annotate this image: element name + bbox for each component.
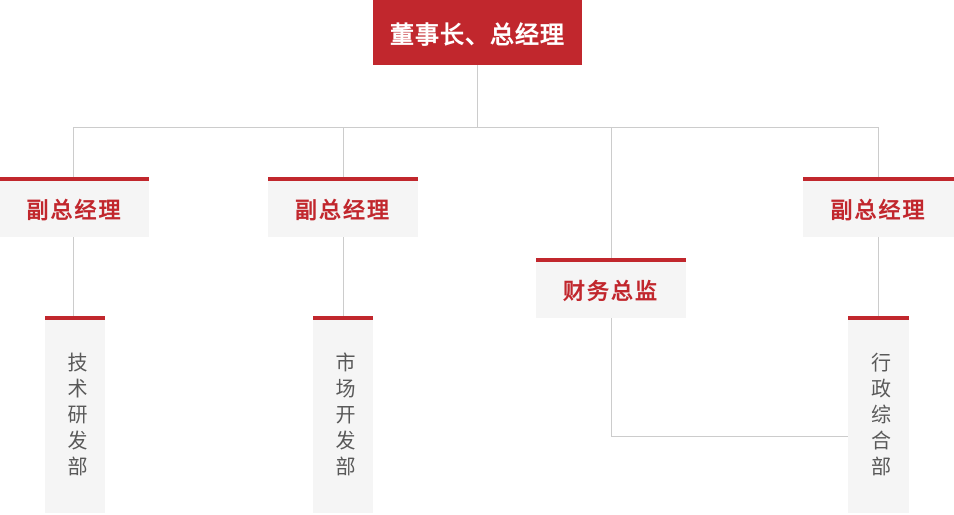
node-vice-gm-1-label: 副总经理 <box>26 198 123 223</box>
connector-finance-bottom <box>611 318 612 436</box>
connector-vice-gm-2-bottom <box>343 237 344 316</box>
node-dept-admin-general-label: 行政综合部 <box>867 351 890 482</box>
node-dept-tech-rnd: 技术研发部 <box>45 316 105 513</box>
node-vice-gm-2-label: 副总经理 <box>294 198 391 223</box>
connector-vice-gm-2-top <box>343 127 344 177</box>
connector-vice-gm-1-bottom <box>73 237 74 316</box>
node-dept-market-dev: 市场开发部 <box>313 316 373 513</box>
connector-vice-gm-1-top <box>73 127 74 177</box>
node-finance-director-label: 财务总监 <box>562 279 659 304</box>
node-vice-gm-3-label: 副总经理 <box>830 198 927 223</box>
connector-finance-top <box>611 127 612 258</box>
node-vice-gm-1: 副总经理 <box>0 177 149 237</box>
node-chairman-general-manager-label: 董事长、总经理 <box>390 22 565 49</box>
connector-vice-gm-3-top <box>878 127 879 177</box>
node-vice-gm-2: 副总经理 <box>268 177 418 237</box>
connector-main-horizontal <box>73 127 879 128</box>
node-vice-gm-3: 副总经理 <box>803 177 954 237</box>
connector-root-drop <box>477 65 478 127</box>
connector-vice-gm-3-bottom <box>878 237 879 316</box>
node-dept-tech-rnd-label: 技术研发部 <box>64 351 86 482</box>
node-dept-market-dev-label: 市场开发部 <box>332 351 354 482</box>
connector-finance-horizontal <box>611 436 848 437</box>
node-chairman-general-manager: 董事长、总经理 <box>373 0 582 65</box>
node-finance-director: 财务总监 <box>536 258 686 318</box>
node-dept-admin-general: 行政综合部 <box>848 316 909 513</box>
